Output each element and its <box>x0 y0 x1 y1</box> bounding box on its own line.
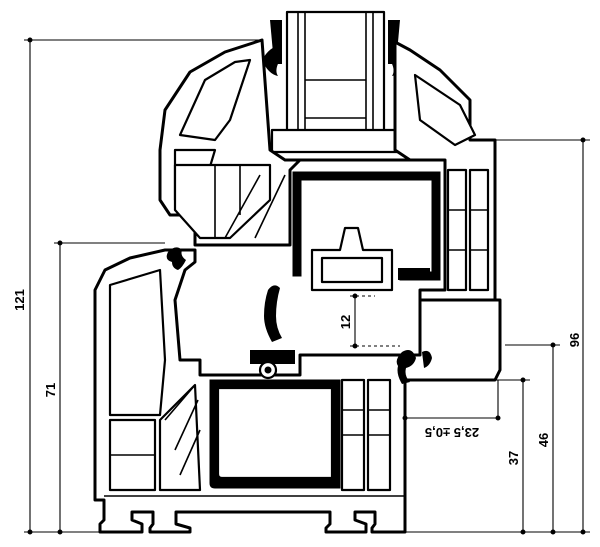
dim-46-label: 46 <box>536 433 551 447</box>
dim-71-label: 71 <box>43 383 58 397</box>
frame-profile <box>93 248 502 534</box>
dim-96-label: 96 <box>567 333 582 347</box>
dim-12-label: 12 <box>338 315 353 329</box>
dimension-lines <box>24 37 590 535</box>
glazing-unit <box>270 10 402 154</box>
dim-23-5-label: 23,5 ±0,5 <box>425 425 479 440</box>
dim-37-label: 37 <box>506 451 521 465</box>
sash-profile <box>158 38 497 302</box>
dim-121-label: 121 <box>12 289 27 311</box>
seal-gaskets <box>166 247 432 384</box>
